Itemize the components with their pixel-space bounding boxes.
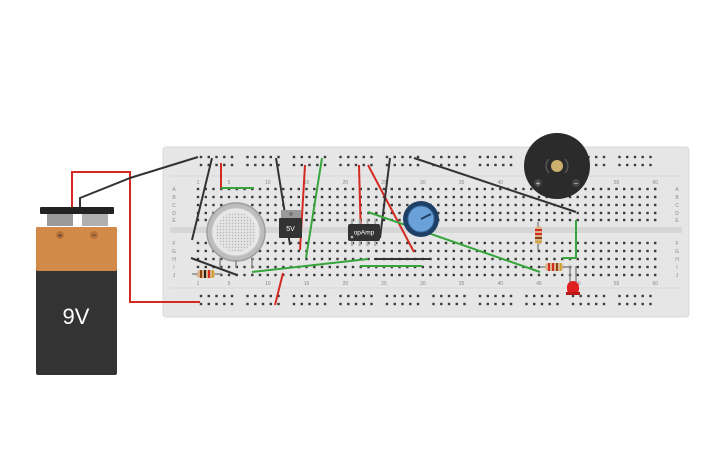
column-number: 25 [381,281,387,287]
column-number: 35 [459,180,465,186]
battery-9v[interactable]: + − 9V [36,207,117,375]
column-number: 60 [653,180,659,186]
battery-terminal-negative[interactable] [82,212,108,226]
column-number: 40 [498,180,504,186]
column-number: 60 [653,281,659,287]
gas-sensor[interactable] [206,202,266,268]
column-number: 20 [343,180,349,186]
column-number: 20 [343,281,349,287]
row-letter: H [172,257,176,263]
resistor-1[interactable] [192,270,222,278]
row-letter: E [675,218,679,224]
opamp-pin [358,219,361,224]
voltage-regulator[interactable]: 5V [279,210,302,238]
row-letter: I [676,265,677,271]
column-number: 35 [459,281,465,287]
opamp-pin [366,219,369,224]
battery-label: 9V [63,304,90,329]
wire-black-6[interactable] [413,157,577,213]
row-letter: D [675,211,679,217]
column-number: 30 [420,281,426,287]
battery-plus-symbol: + [58,231,63,240]
row-letter: G [172,249,176,255]
column-number: 1 [197,281,200,287]
row-letter: B [172,195,176,201]
opamp-label: opAmp [354,230,375,237]
column-number: 5 [228,180,231,186]
buzzer-minus-symbol: − [574,179,579,188]
column-number: 25 [381,180,387,186]
battery-terminal-positive[interactable] [47,212,73,226]
battery-snap-connector [40,207,114,214]
resistor-3[interactable] [540,263,572,271]
wire-red-5[interactable] [367,164,415,253]
column-number: 15 [304,281,310,287]
regulator-label: 5V [286,226,295,233]
piezo-buzzer[interactable]: + − [524,133,590,199]
row-letter: H [675,257,679,263]
row-letter: E [172,218,176,224]
row-letter: B [675,195,679,201]
row-letter: C [675,203,679,209]
row-letter: I [173,265,174,271]
wire-black-3[interactable] [190,257,238,276]
row-letter: G [675,249,679,255]
wire-red-3[interactable] [274,272,284,306]
column-number: 15 [304,180,310,186]
battery-top-cap [36,227,117,271]
row-letter: D [172,211,176,217]
battery-positive-wire[interactable] [71,171,200,303]
wire-green-2[interactable] [305,157,323,259]
row-letter: A [172,187,176,193]
row-letter: J [173,273,176,279]
resistor-2[interactable] [535,222,542,250]
potentiometer[interactable] [403,201,439,237]
opamp-pin [358,241,361,246]
buzzer-plus-symbol: + [536,179,541,188]
row-letter: F [675,241,678,247]
wire-black-1[interactable] [191,157,213,241]
column-number: 40 [498,281,504,287]
wire-black-5[interactable] [379,157,391,239]
column-number: 45 [536,281,542,287]
column-number: 55 [614,281,620,287]
row-letter: F [172,241,175,247]
row-letter: C [172,203,176,209]
opamp-ic[interactable]: opAmp [348,219,380,246]
opamp-pin [351,241,353,246]
wire-green-3[interactable] [251,258,369,273]
column-number: 5 [228,281,231,287]
opamp-pin [351,219,353,224]
opamp-pin [374,241,377,246]
wire-green-5[interactable] [367,211,541,273]
battery-minus-symbol: − [91,230,96,240]
column-number: 1 [197,180,200,186]
row-letter: A [675,187,679,193]
row-letter: J [676,273,679,279]
column-number: 10 [265,281,271,287]
battery-negative-wire[interactable] [79,156,199,210]
opamp-pin [366,241,369,246]
opamp-pin [374,219,377,224]
column-number: 10 [265,180,271,186]
column-number: 55 [614,180,620,186]
column-number: 30 [420,180,426,186]
led-red[interactable] [566,266,580,295]
